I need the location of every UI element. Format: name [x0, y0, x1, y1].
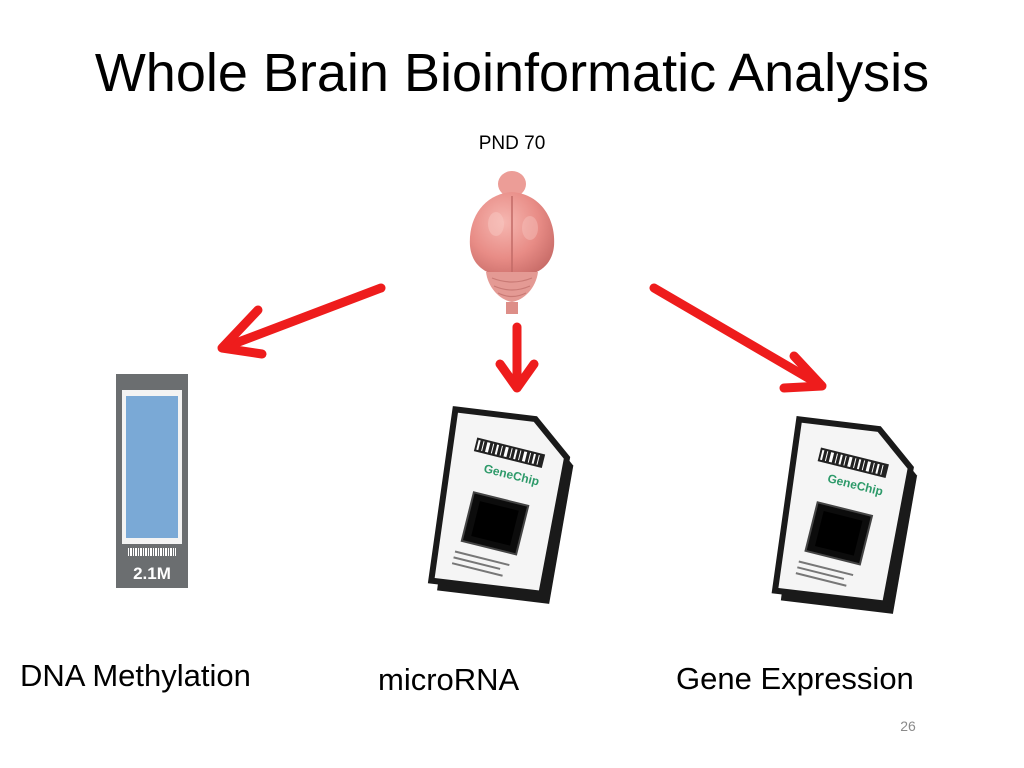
array-size-label: 2.1M [133, 564, 171, 583]
gene-expression-genechip: GeneChip [771, 416, 918, 614]
dna-methylation-array: 2.1M [116, 374, 188, 588]
slide-title: Whole Brain Bioinformatic Analysis [94, 43, 930, 103]
array-hybridization-area [126, 396, 178, 538]
barcode-icon [128, 548, 176, 556]
time-point-label: PND 70 [478, 133, 546, 154]
array-glass [122, 390, 182, 544]
microrna-genechip: GeneChip [427, 406, 574, 604]
arrow-to-gene-expression [649, 283, 827, 393]
slide-page-number: 26 [900, 718, 916, 734]
gene-expression-label: Gene Expression [676, 661, 914, 696]
dna-methylation-label: DNA Methylation [20, 658, 251, 693]
microrna-label: microRNA [378, 662, 520, 697]
brain-image [469, 171, 555, 314]
arrow-to-microrna [495, 322, 539, 393]
array-maker-mark [122, 380, 182, 389]
arrow-to-dna-methylation [217, 283, 386, 359]
